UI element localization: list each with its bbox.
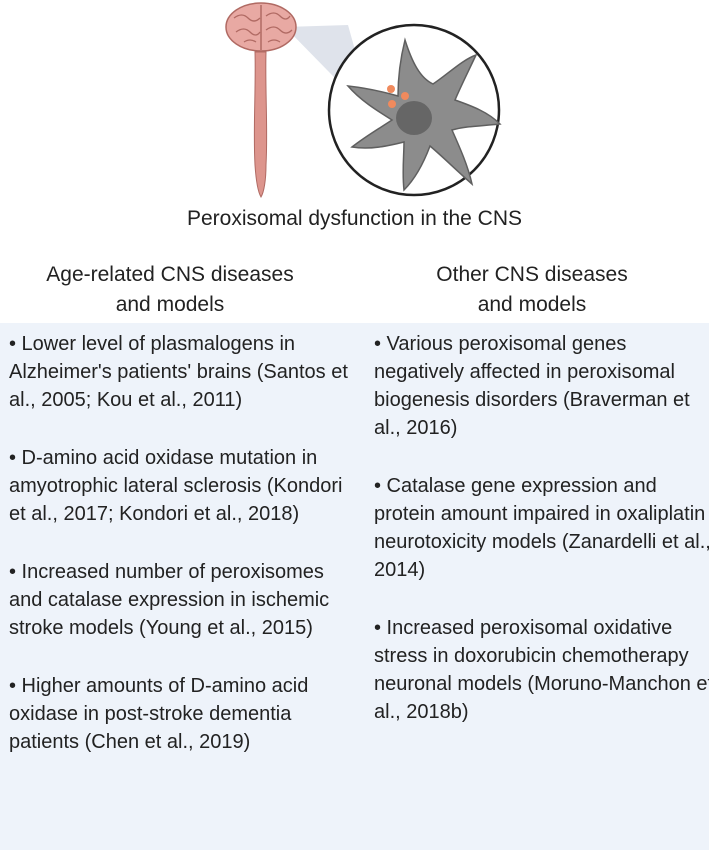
figure-title: Peroxisomal dysfunction in the CNS xyxy=(187,207,522,230)
list-item: • D-amino acid oxidase mutation in amyot… xyxy=(9,447,343,525)
peroxisome-icon xyxy=(388,100,396,108)
peroxisome-icon xyxy=(401,92,409,100)
header-line: and models xyxy=(477,293,587,316)
list-item: • Catalase gene expression and protein a… xyxy=(374,475,709,581)
cns-illustration xyxy=(225,2,502,198)
header-line: Age-related CNS diseases xyxy=(46,263,294,286)
nucleus-icon xyxy=(396,101,432,135)
spinal-cord-icon xyxy=(253,51,268,198)
header-line: Other CNS diseases xyxy=(436,263,628,286)
astrocyte-icon xyxy=(346,37,502,192)
peroxisome-icon xyxy=(387,85,395,93)
list-item: • Increased peroxisomal oxidative stress… xyxy=(374,617,709,723)
other-column-header: Other CNS diseases and models xyxy=(367,260,697,320)
header-line: and models xyxy=(115,293,225,316)
list-item: • Lower level of plasmalogens in Alzheim… xyxy=(9,333,348,411)
age-related-list: • Lower level of plasmalogens in Alzheim… xyxy=(9,330,349,786)
list-item: • Various peroxisomal genes negatively a… xyxy=(374,333,690,439)
content-panel xyxy=(0,323,709,850)
brain-icon xyxy=(225,2,297,52)
other-list: • Various peroxisomal genes negatively a… xyxy=(374,330,709,756)
age-related-column-header: Age-related CNS diseases and models xyxy=(5,260,335,320)
list-item: • Higher amounts of D-amino acid oxidase… xyxy=(9,675,309,753)
list-item: • Increased number of peroxisomes and ca… xyxy=(9,561,330,639)
